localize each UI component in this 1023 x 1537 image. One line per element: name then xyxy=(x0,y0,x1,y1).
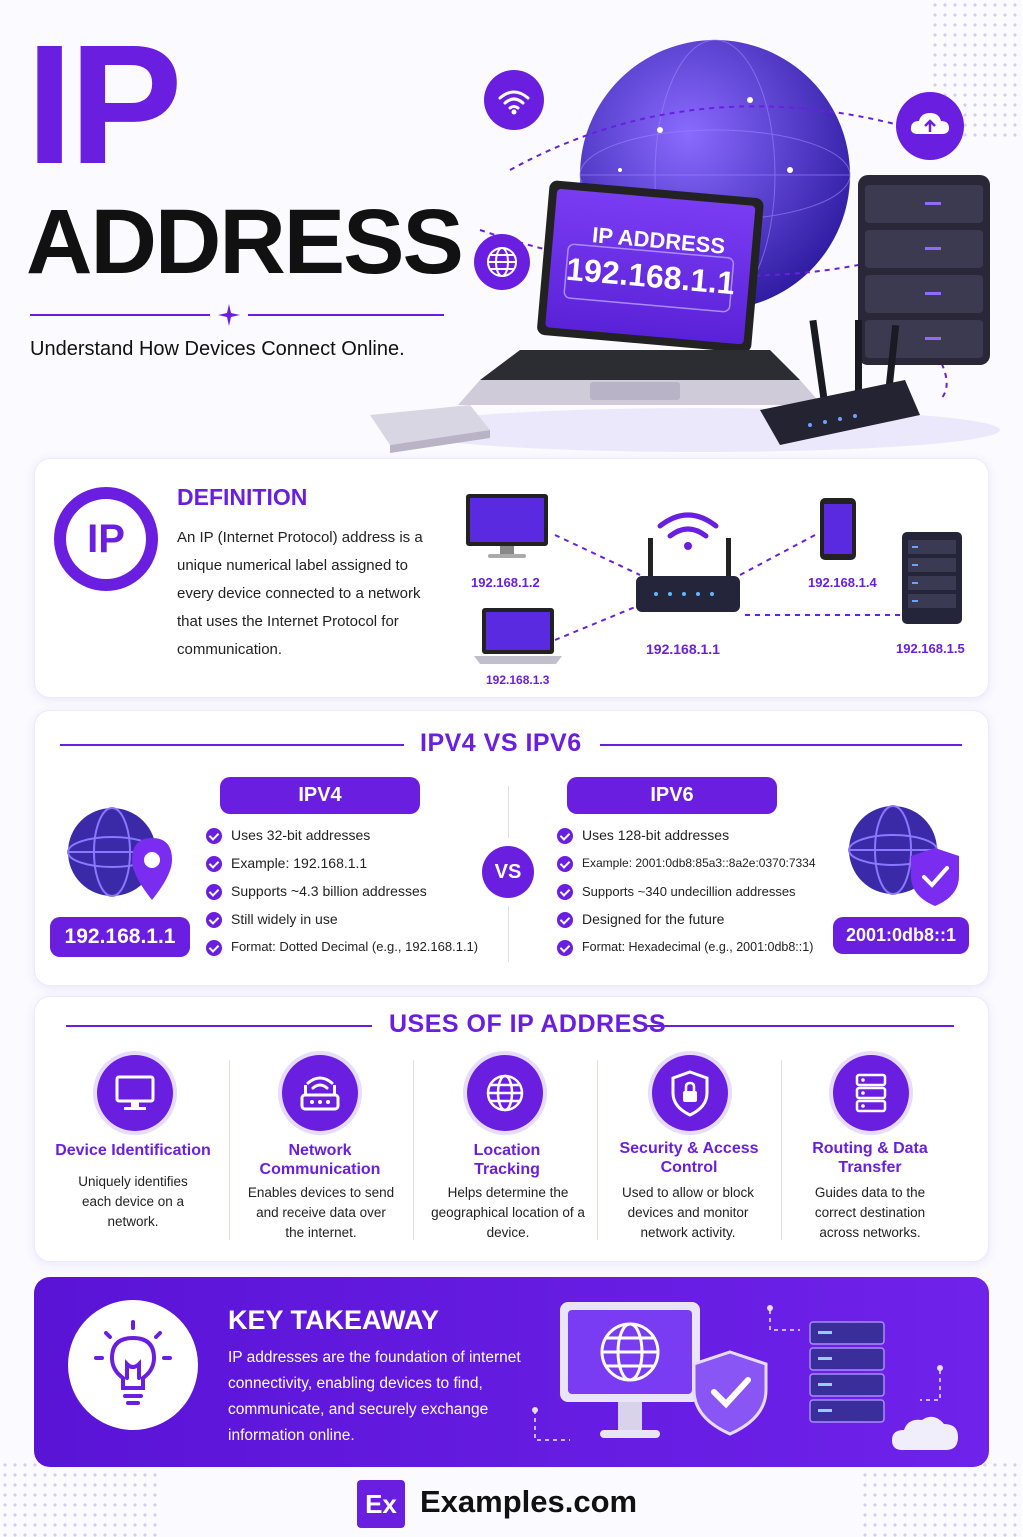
takeaway-text: IP addresses are the foundation of inter… xyxy=(228,1349,521,1444)
uses-divider xyxy=(781,1060,782,1240)
ip-badge-label: IP xyxy=(87,517,125,561)
lightbulb-badge xyxy=(68,1300,198,1430)
router-icon xyxy=(282,1055,358,1131)
title-divider-right xyxy=(248,314,444,316)
ipv6-example-badge: 2001:0db8::1 xyxy=(833,917,969,954)
vs-badge: VS xyxy=(482,846,534,898)
ipv6-title-pill: IPV6 xyxy=(567,777,777,814)
use-desc-security-access-control: Used to allow or block devices and monit… xyxy=(621,1185,755,1240)
vs-divider-bottom xyxy=(508,906,509,962)
check-icon xyxy=(206,940,222,956)
use-title-network-communication: Network Communication xyxy=(259,1142,381,1178)
use-title-location-tracking: Location Tracking xyxy=(473,1142,541,1178)
vs-divider-top xyxy=(508,786,509,838)
use-title-security-access-control: Security & Access Control xyxy=(619,1140,759,1176)
ipv4-item: Example: 192.168.1.1 xyxy=(231,855,368,871)
logo-mark-text: Ex xyxy=(365,1489,397,1519)
compare-rule-right xyxy=(600,744,962,746)
ipv6-item: Supports ~340 undecillion addresses xyxy=(582,884,796,899)
uses-divider xyxy=(413,1060,414,1240)
device-ip-192-168-1-4: 192.168.1.4 xyxy=(808,575,877,590)
uses-rule-left xyxy=(66,1025,372,1027)
definition-text: An IP (Internet Protocol) address is a u… xyxy=(177,529,423,658)
ipv6-item: Example: 2001:0db8:85a3::8a2e:0370:7334 xyxy=(582,856,816,870)
page-subtitle: Understand How Devices Connect Online. xyxy=(30,338,405,360)
lightbulb-icon xyxy=(94,1320,172,1405)
use-desc-network-communication: Enables devices to send and receive data… xyxy=(247,1185,395,1240)
device-ip-192-168-1-5: 192.168.1.5 xyxy=(896,641,965,656)
vs-label: VS xyxy=(494,861,522,883)
check-icon xyxy=(557,912,573,928)
check-icon xyxy=(557,856,573,872)
lock-shield-icon xyxy=(652,1055,728,1131)
uses-divider xyxy=(229,1060,230,1240)
ipv6-item: Designed for the future xyxy=(582,911,725,927)
uses-heading: USES OF IP ADDRESS xyxy=(389,1010,667,1038)
cloud-upload-badge-icon xyxy=(896,92,964,160)
globe-badge-icon xyxy=(474,234,530,290)
use-desc-location-tracking: Helps determine the geographical locatio… xyxy=(431,1185,585,1240)
ipv4-title-pill: IPV4 xyxy=(220,777,420,814)
title-divider-left xyxy=(30,314,210,316)
ipv4-item: Uses 32-bit addresses xyxy=(231,827,371,843)
takeaway-illustration xyxy=(530,1290,980,1460)
ipv4-item: Still widely in use xyxy=(231,911,338,927)
hero-illustration xyxy=(360,20,1023,460)
ipv4-item: Supports ~4.3 billion addresses xyxy=(231,883,427,899)
use-title-routing-data-transfer: Routing & Data Transfer xyxy=(812,1140,928,1176)
ipv6-item: Format: Hexadecimal (e.g., 2001:0db8::1) xyxy=(582,940,814,954)
network-diagram xyxy=(460,480,980,690)
uses-rule-right xyxy=(646,1025,954,1027)
page-title-ip: IP xyxy=(26,10,183,200)
check-icon xyxy=(206,856,222,872)
ipv4-example-badge: 192.168.1.1 xyxy=(50,917,190,957)
page-title-address: ADDRESS xyxy=(26,191,464,293)
ipv6-globe-shield-icon xyxy=(845,800,970,910)
ipv6-item: Uses 128-bit addresses xyxy=(582,827,730,843)
check-icon xyxy=(557,828,573,844)
dot-pattern-bottom-right xyxy=(860,1460,1023,1537)
device-ip-192-168-1-1: 192.168.1.1 xyxy=(646,641,720,657)
ip-badge: IP xyxy=(54,487,158,591)
device-ip-192-168-1-3: 192.168.1.3 xyxy=(486,673,550,687)
check-icon xyxy=(557,940,573,956)
use-desc-routing-data-transfer: Guides data to the correct destination a… xyxy=(814,1185,926,1240)
device-ip-192-168-1-2: 192.168.1.2 xyxy=(471,575,540,590)
uses-divider xyxy=(597,1060,598,1240)
use-title-device-identification: Device Identification xyxy=(55,1142,211,1159)
examples-logo-mark[interactable]: Ex xyxy=(357,1480,405,1528)
wifi-badge-icon xyxy=(484,70,544,130)
definition-heading: DEFINITION xyxy=(177,484,308,510)
takeaway-heading: KEY TAKEAWAY xyxy=(228,1305,440,1335)
dot-pattern-bottom-left xyxy=(0,1460,160,1537)
server-icon xyxy=(833,1055,909,1131)
compare-rule-left xyxy=(60,744,404,746)
ipv4-globe-pin-icon xyxy=(60,800,185,910)
ipv4-item: Format: Dotted Decimal (e.g., 192.168.1.… xyxy=(231,939,479,954)
globe-icon xyxy=(467,1055,543,1131)
compare-heading: IPV4 VS IPV6 xyxy=(420,729,582,757)
check-icon xyxy=(206,912,222,928)
check-icon xyxy=(206,828,222,844)
check-icon xyxy=(206,884,222,900)
monitor-icon xyxy=(97,1055,173,1131)
check-icon xyxy=(557,884,573,900)
sparkle-icon xyxy=(218,304,240,326)
use-desc-device-identification: Uniquely identifies each device on a net… xyxy=(78,1174,188,1229)
brand-name[interactable]: Examples.com xyxy=(420,1484,638,1519)
